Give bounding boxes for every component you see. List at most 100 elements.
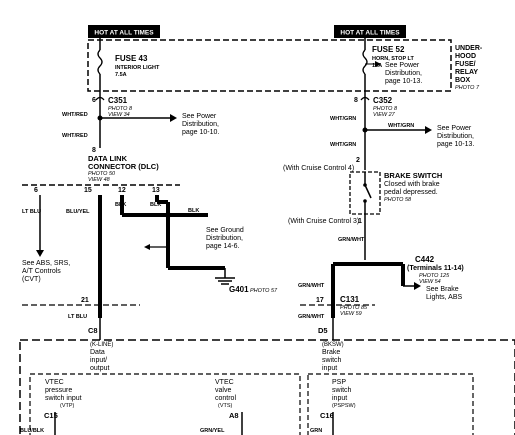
ecm-outline <box>19 339 515 435</box>
fuse-43-symbol <box>97 49 103 75</box>
wire-grn-yel: GRN/YEL <box>200 428 225 434</box>
pin-21: 21 <box>81 297 89 304</box>
right-see-power-2[interactable]: Distribution, <box>437 133 474 140</box>
dlc-pin-6: 6 <box>34 187 38 194</box>
c16-label: C16 <box>320 411 334 420</box>
see-ground-1[interactable]: See Ground <box>206 227 244 234</box>
psp-4: (PSPSW) <box>332 403 356 409</box>
a8-label: A8 <box>229 411 239 420</box>
c351-label: C351 <box>108 96 128 105</box>
see-ground-2[interactable]: Distribution, <box>206 235 243 242</box>
pin-1: 1 <box>358 218 362 225</box>
dlc-pin-15: 15 <box>84 187 92 194</box>
brake-switch-title: BRAKE SWITCH <box>384 171 442 180</box>
kline-4: output <box>90 365 110 372</box>
c351-photo: PHOTO 8 <box>108 106 133 112</box>
cruise-4: (With Cruise Control 4) <box>283 165 354 172</box>
see-brake-1[interactable]: See Brake <box>426 286 459 293</box>
c15-label: C15 <box>44 411 58 420</box>
box-label-3: FUSE/ <box>455 61 476 68</box>
brake-switch-desc-2: pedal depressed. <box>384 189 438 196</box>
fuse-43-title: FUSE 43 <box>115 54 148 63</box>
kline-2: Data <box>90 349 105 356</box>
bksw-2: Brake <box>322 349 340 356</box>
wire-lt-blu-bottom: LT BLU <box>68 314 87 320</box>
hot-box-right <box>334 25 406 38</box>
fuse-52-symbol <box>362 49 368 75</box>
top-see-power-3[interactable]: page 10-13. <box>385 78 422 85</box>
c131-label: C131 <box>340 295 360 304</box>
c131-view: VIEW 59 <box>340 311 362 317</box>
wire-blu-blk: BLU/BLK <box>20 428 44 434</box>
bksw-4: input <box>322 365 337 372</box>
dlc-view: VIEW 48 <box>88 177 111 183</box>
see-abs-1[interactable]: See ABS, SRS, <box>22 260 70 267</box>
vtec-valve-1: VTEC <box>215 379 234 386</box>
wire-grn: GRN <box>310 428 322 434</box>
g401-label: G401 <box>229 285 249 294</box>
see-brake-2[interactable]: Lights, ABS <box>426 294 463 301</box>
bksw-1: (BKSW) <box>322 342 344 348</box>
hot-box-left <box>88 25 160 38</box>
box-label-4: RELAY <box>455 69 478 76</box>
fuse-52-title: FUSE 52 <box>372 45 405 54</box>
cruise-3: (With Cruise Control 3) <box>288 218 359 225</box>
d5-label: D5 <box>318 326 328 335</box>
wire-blu-yel: BLU/YEL <box>66 209 90 215</box>
hot-label-right: HOT AT ALL TIMES <box>340 30 400 37</box>
dlc-photo: PHOTO 50 <box>88 171 116 177</box>
left-see-power-1[interactable]: See Power <box>182 113 217 120</box>
g401-photo: PHOTO 57 <box>250 288 278 294</box>
c442-photo: PHOTO 125 <box>419 273 450 279</box>
pin-17: 17 <box>316 297 324 304</box>
fuse-52-desc: HORN, STOP LT <box>372 56 415 62</box>
vtec-valve-4: (VTS) <box>218 403 233 409</box>
c131-photo: PHOTO 85 <box>340 305 368 311</box>
pin-8-left: 8 <box>92 147 96 154</box>
see-abs-2[interactable]: A/T Controls <box>22 268 61 275</box>
vtec-ps-2: pressure <box>45 387 72 394</box>
wire-wht-grn-side: WHT/GRN <box>388 123 414 129</box>
vtec-valve-3: control <box>215 395 236 402</box>
psp-3: input <box>332 395 347 402</box>
top-see-power-1[interactable]: See Power <box>385 62 420 69</box>
wire-blk-2: BLK <box>150 202 161 208</box>
c352-label: C352 <box>373 96 393 105</box>
kline-1: (K-LINE) <box>90 342 113 348</box>
pin-2: 2 <box>356 157 360 164</box>
brake-switch-photo: PHOTO 58 <box>384 197 412 203</box>
dlc-pin-12: 12 <box>118 187 126 194</box>
wire-blk-1: BLK <box>115 202 126 208</box>
c352-view: VIEW 27 <box>373 112 396 118</box>
right-see-power-1[interactable]: See Power <box>437 125 472 132</box>
vtec-ps-4: (VTP) <box>60 403 75 409</box>
c351-connector <box>95 96 105 101</box>
left-see-power-2[interactable]: Distribution, <box>182 121 219 128</box>
right-see-power-3[interactable]: page 10-13. <box>437 141 474 148</box>
brake-switch-desc-1: Closed with brake <box>384 181 440 188</box>
c351-view: VIEW 34 <box>108 112 130 118</box>
ecm-subbox-right <box>307 373 474 435</box>
box-photo: PHOTO 7 <box>455 85 480 91</box>
c442-label: C442 <box>415 255 435 264</box>
box-label-5: BOX <box>455 77 471 84</box>
wire-lt-blu: LT BLU <box>22 209 41 215</box>
wire-wht-grn-mid: WHT/GRN <box>330 142 356 148</box>
c352-connector <box>360 96 370 101</box>
wire-wht-grn-top: WHT/GRN <box>330 116 356 122</box>
hot-label-left: HOT AT ALL TIMES <box>94 30 154 37</box>
left-see-power-3[interactable]: page 10-10. <box>182 129 219 136</box>
fuse-43-amp: 7.5A <box>115 72 127 78</box>
brake-switch-contact <box>364 184 372 199</box>
dlc-pin-13: 13 <box>152 187 160 194</box>
fuse-52-amp: 15A <box>372 63 382 69</box>
see-abs-3[interactable]: (CVT) <box>22 276 41 283</box>
see-ground-3[interactable]: page 14-6. <box>206 243 240 250</box>
top-see-power-2[interactable]: Distribution, <box>385 70 422 77</box>
dlc-label-2: CONNECTOR (DLC) <box>88 162 159 171</box>
dlc-label-1: DATA LINK <box>88 154 128 163</box>
c352-photo: PHOTO 8 <box>373 106 398 112</box>
pin-6-top: 6 <box>92 97 96 104</box>
psp-1: PSP <box>332 379 346 386</box>
